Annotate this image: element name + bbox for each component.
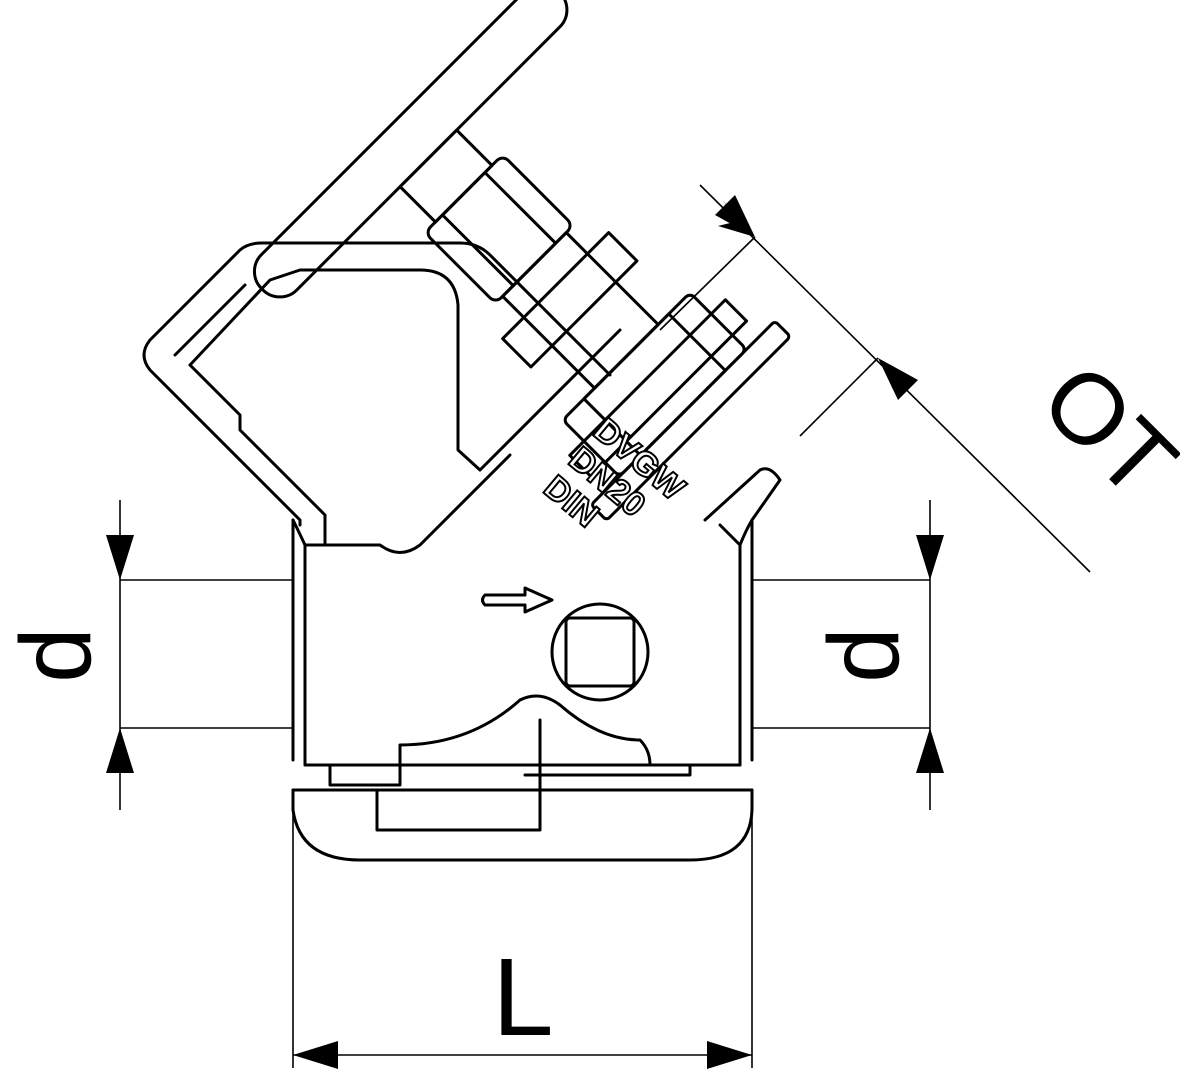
- dimension-d-right: d: [752, 500, 944, 810]
- valve-bonnet: [252, 0, 791, 521]
- port-circle: [550, 602, 650, 702]
- flow-arrow-icon: [481, 586, 554, 614]
- arrow-right-icon: [707, 1041, 752, 1069]
- handwheel: [252, 0, 569, 299]
- dimension-ot: OT: [659, 184, 1180, 573]
- arrow-down-icon: [916, 535, 944, 580]
- arrow-up-icon: [106, 728, 134, 773]
- arrow-icon: [878, 358, 918, 400]
- arrow-up-icon: [916, 728, 944, 773]
- label-ot: OT: [1020, 342, 1180, 519]
- label-d-right: d: [808, 627, 920, 683]
- arrow-left-icon: [293, 1041, 338, 1069]
- dimension-d-left: d: [0, 500, 293, 810]
- body-marking: DVGW DN20 DIN: [535, 410, 693, 536]
- dimension-l: L: [292, 790, 753, 1069]
- valve-body: [142, 241, 782, 862]
- label-d-left: d: [0, 627, 112, 683]
- arrow-down-icon: [106, 535, 134, 580]
- label-l: L: [492, 936, 553, 1059]
- arrow-icon: [715, 195, 755, 237]
